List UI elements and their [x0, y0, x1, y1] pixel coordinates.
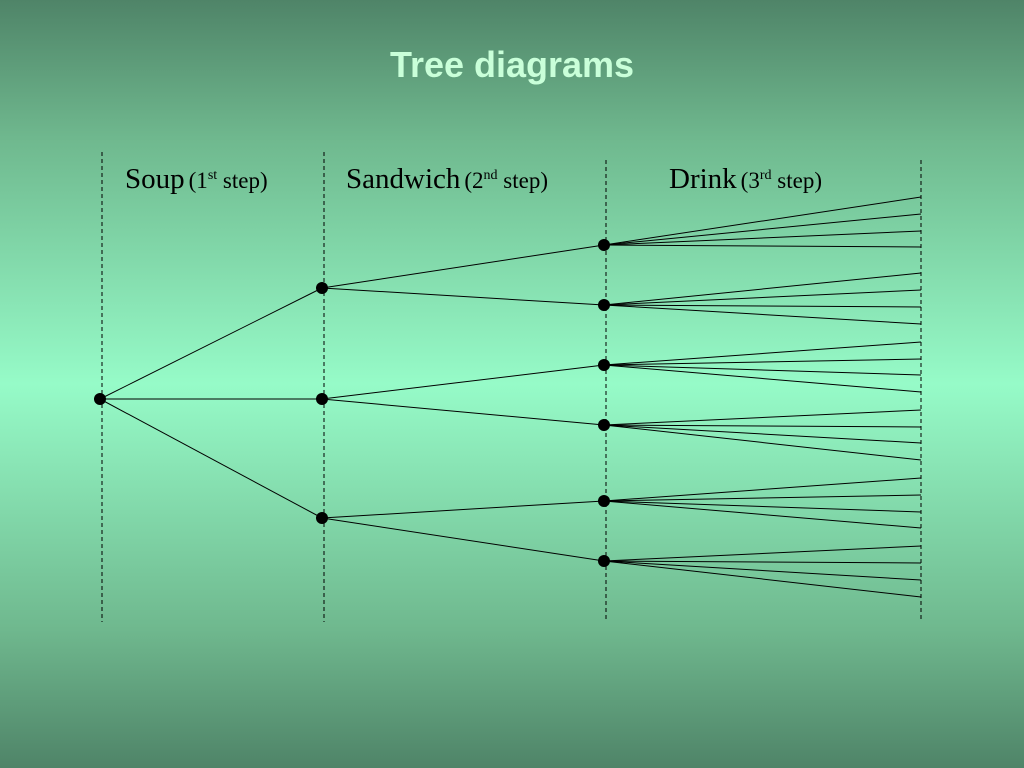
sandwich-node [598, 419, 610, 431]
branch-drink [603, 289, 922, 306]
sandwich-node [598, 239, 610, 251]
branch-soup [99, 287, 323, 400]
branch-sandwich [321, 364, 605, 400]
branch-drink [603, 213, 922, 246]
branch-sandwich [321, 500, 605, 519]
branch-drink [603, 341, 922, 366]
branch-drink [603, 304, 922, 308]
branch-drink [603, 500, 922, 529]
column-label-soup: Soup (1st step) [125, 163, 268, 196]
branch-drink [603, 196, 922, 246]
branch-drink [603, 500, 922, 513]
branch-drink [603, 560, 922, 581]
column-label-drink: Drink (3rd step) [669, 163, 822, 196]
branch-drink [603, 424, 922, 461]
column-name: Soup [125, 163, 185, 195]
soup-node [316, 393, 328, 405]
sandwich-node [598, 495, 610, 507]
column-label-sandwich: Sandwich (2nd step) [346, 163, 548, 196]
branch-soup [99, 398, 323, 519]
branch-drink [603, 272, 922, 306]
branch-sandwich [321, 287, 605, 306]
branch-drink [603, 560, 922, 564]
branch-drink [603, 560, 922, 598]
column-name: Sandwich [346, 163, 461, 195]
branch-sandwich [321, 517, 605, 562]
branch-sandwich [321, 244, 605, 289]
branch-drink [603, 358, 922, 366]
branch-drink [603, 244, 922, 248]
column-step: (1st step) [188, 168, 268, 193]
root-node [94, 393, 106, 405]
column-step: (3rd step) [740, 168, 822, 193]
branch-drink [603, 230, 922, 246]
column-step: (2nd step) [464, 168, 549, 193]
branch-sandwich [321, 398, 605, 426]
branch-drink [603, 494, 922, 502]
sandwich-node [598, 359, 610, 371]
column-name: Drink [669, 163, 737, 195]
sandwich-node [598, 299, 610, 311]
branch-drink [603, 409, 922, 426]
branch-drink [603, 304, 922, 325]
slide-title: Tree diagrams [389, 44, 635, 85]
soup-node [316, 512, 328, 524]
branch-drink [603, 424, 922, 428]
branch-drink [603, 364, 922, 376]
sandwich-node [598, 555, 610, 567]
soup-node [316, 282, 328, 294]
branch-drink [603, 424, 922, 444]
branch-drink [603, 545, 922, 562]
branch-drink [603, 477, 922, 502]
branch-drink [603, 364, 922, 393]
